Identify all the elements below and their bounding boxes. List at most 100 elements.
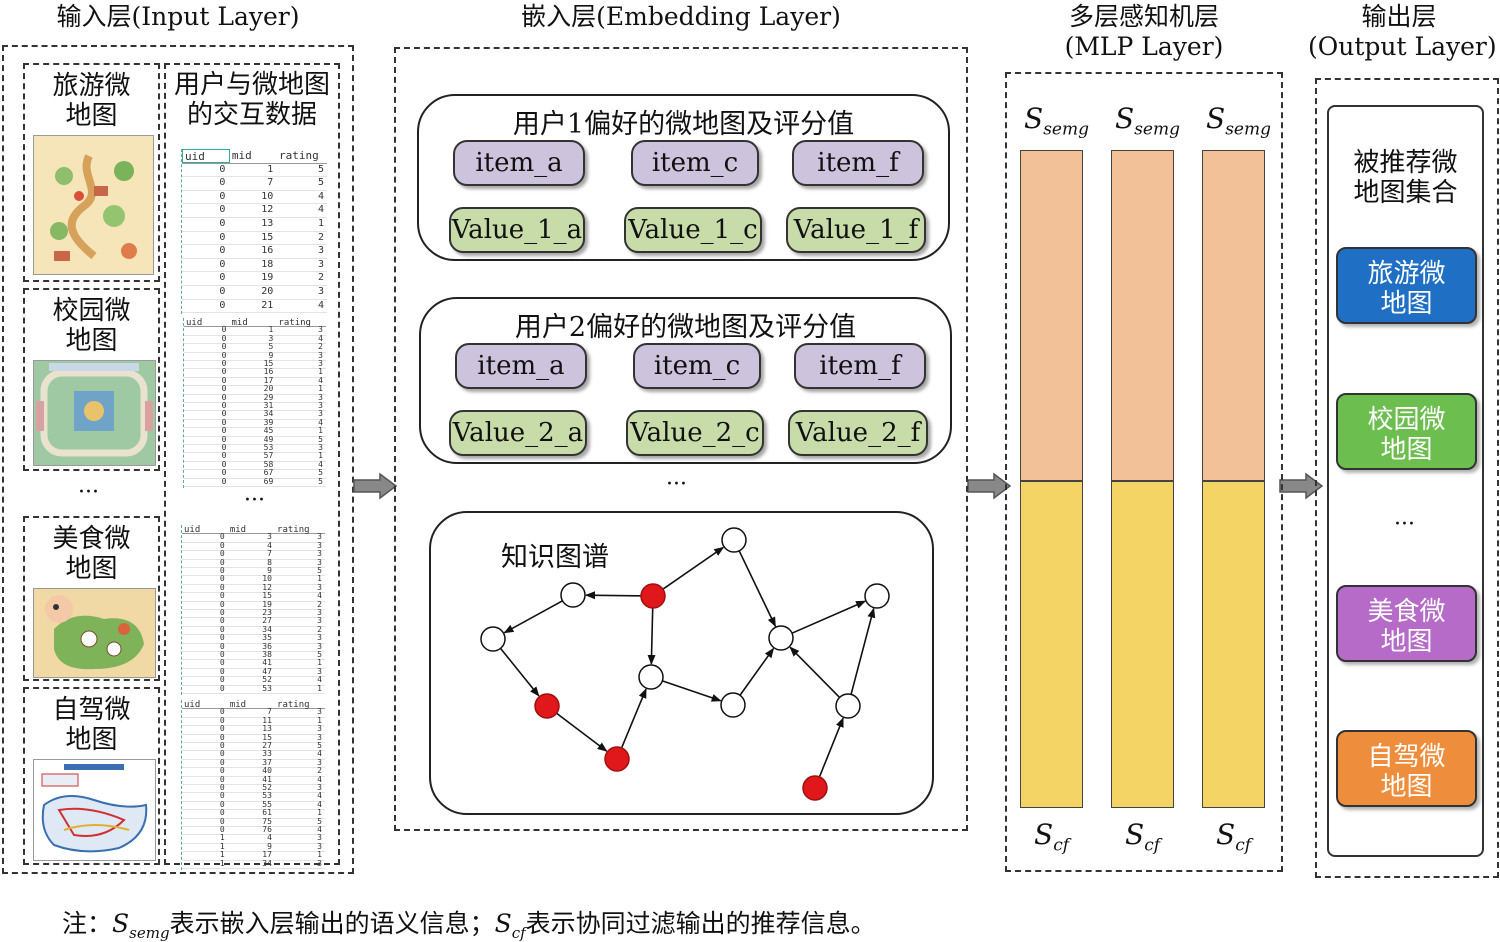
table-cell: 4 (317, 749, 322, 759)
table-cell: 1 (219, 833, 225, 843)
table-cell: 3 (317, 582, 322, 592)
mlp-bar-semg (1020, 150, 1083, 481)
table-cell: 9 (267, 566, 272, 575)
table-cell: 36 (262, 641, 272, 651)
user1-item-c: item_c (631, 140, 759, 186)
travel-map-illustration (50, 154, 137, 261)
table-cell: 3 (267, 532, 272, 542)
table-cell: 29 (263, 392, 274, 402)
kg-node-highlighted (640, 583, 666, 609)
table-cell: 3 (317, 258, 324, 270)
kg-edge (789, 646, 841, 699)
input-layer-frame (2, 45, 354, 874)
table-cell: 1 (317, 218, 324, 229)
table-cell: 2 (317, 231, 324, 243)
table-cell: 0 (219, 650, 225, 659)
table-header-cell: mid (229, 525, 247, 535)
table-cell: 0 (219, 616, 225, 626)
table-cell: 8 (267, 557, 272, 567)
user1-item-a: item_a (453, 140, 585, 186)
table-cell: 0 (219, 774, 225, 784)
table-cell: 3 (318, 350, 323, 360)
footnote-text-1: 表示嵌入层输出的语义信息； (169, 909, 495, 938)
kg-node (835, 693, 861, 719)
table-cell: 0 (219, 641, 225, 651)
table-cell: 0 (219, 245, 226, 257)
kg-edge (584, 591, 642, 600)
mlp-layer-frame (1005, 72, 1283, 872)
table-cell: 17 (263, 375, 274, 385)
output-ellipsis: ··· (1394, 512, 1415, 537)
table-cell: 0 (219, 218, 226, 229)
table-cell: 3 (317, 732, 322, 742)
embedding-layer-frame (394, 47, 968, 831)
table-cell: 1 (317, 683, 322, 693)
map-card-label: 自驾微地图 (52, 695, 131, 755)
table-cell: 1 (219, 858, 225, 868)
table-cell: 1 (317, 715, 322, 725)
table-cell: 4 (318, 417, 323, 427)
table-cell: 0 (219, 566, 225, 575)
table-cell: 0 (219, 808, 225, 818)
table-cell: 23 (262, 608, 272, 617)
table-cell: 2 (317, 624, 322, 634)
mlp-label-semg: Ssemg (1024, 102, 1089, 140)
table-cell: 5 (317, 816, 322, 826)
mlp-layer-title: 多层感知机层 (MLP Layer) (1005, 2, 1283, 62)
kg-node (560, 582, 586, 608)
table-cell: 12 (262, 582, 272, 592)
table-cell: 0 (219, 540, 225, 550)
kg-node-highlighted (604, 746, 630, 772)
output-inner-frame (1327, 105, 1484, 857)
map-card-campus: 校园微地图 (23, 288, 160, 471)
table-cell: 3 (317, 286, 324, 297)
table-cell: 0 (221, 426, 227, 436)
table-header-cell: uid (182, 149, 230, 163)
arrow-mlp-to-output (1279, 472, 1324, 500)
table-cell: 52 (262, 675, 272, 685)
kg-node-highlighted (802, 775, 828, 801)
table-cell: 7 (267, 707, 272, 717)
table-cell: 3 (317, 540, 322, 550)
kg-node (768, 625, 794, 651)
table-cell: 5 (317, 566, 322, 575)
table-cell: 0 (221, 434, 227, 444)
table-cell: 3 (317, 757, 322, 767)
table-cell: 53 (262, 791, 272, 801)
table-cell: 19 (262, 599, 272, 609)
kg-edge (850, 607, 876, 695)
table-cell: 3 (317, 245, 324, 257)
table-cell: 3 (317, 841, 322, 851)
table-cell: 4 (317, 190, 324, 202)
table-cell: 4 (317, 204, 324, 216)
map-card-label: 旅游微地图 (52, 71, 131, 131)
kg-node (638, 664, 664, 690)
table-cell: 2 (317, 599, 322, 609)
user1-value-a: Value_1_a (449, 207, 585, 253)
